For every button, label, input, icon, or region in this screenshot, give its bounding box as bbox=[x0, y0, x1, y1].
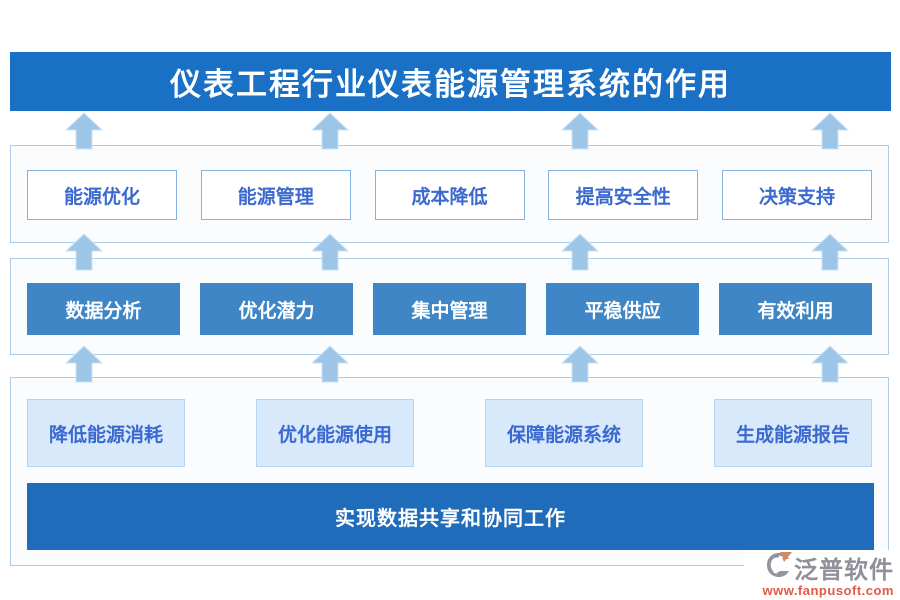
benefit-box: 决策支持 bbox=[722, 170, 872, 220]
up-arrow-icon bbox=[65, 233, 103, 271]
benefit-box: 成本降低 bbox=[374, 170, 525, 220]
up-arrow-icon bbox=[811, 233, 849, 271]
page-title: 仪表工程行业仪表能源管理系统的作用 bbox=[170, 67, 731, 102]
function-box: 降低能源消耗 bbox=[27, 399, 185, 467]
brand-name: 泛普软件 bbox=[794, 557, 894, 584]
capability-box: 平稳供应 bbox=[546, 283, 699, 335]
up-arrow-icon bbox=[311, 112, 349, 150]
up-arrow-icon bbox=[811, 112, 849, 150]
benefits-layer: 能源优化 能源管理 成本降低 提高安全性 决策支持 bbox=[10, 145, 889, 243]
capability-box: 优化潜力 bbox=[200, 283, 353, 335]
up-arrow-icon bbox=[311, 233, 349, 271]
functions-row: 降低能源消耗 优化能源使用 保障能源系统 生成能源报告 bbox=[11, 378, 888, 467]
capabilities-layer: 数据分析 优化潜力 集中管理 平稳供应 有效利用 bbox=[10, 258, 889, 355]
title-banner: 仪表工程行业仪表能源管理系统的作用 bbox=[10, 52, 891, 111]
brand-line: 泛普软件 bbox=[766, 550, 894, 585]
functions-layer: 降低能源消耗 优化能源使用 保障能源系统 生成能源报告 实现数据共享和协同工作 bbox=[10, 377, 889, 566]
fanpu-logo-icon bbox=[766, 552, 792, 583]
up-arrow-icon bbox=[311, 345, 349, 383]
benefit-box: 能源优化 bbox=[27, 170, 177, 220]
capability-box: 集中管理 bbox=[373, 283, 526, 335]
capability-box: 有效利用 bbox=[719, 283, 872, 335]
up-arrow-icon bbox=[561, 345, 599, 383]
up-arrow-icon bbox=[811, 345, 849, 383]
capabilities-row: 数据分析 优化潜力 集中管理 平稳供应 有效利用 bbox=[11, 259, 888, 335]
up-arrow-icon bbox=[65, 345, 103, 383]
up-arrow-icon bbox=[561, 112, 599, 150]
brand-url: www.fanpusoft.com bbox=[762, 583, 894, 598]
benefit-box: 能源管理 bbox=[200, 170, 351, 220]
function-box: 生成能源报告 bbox=[714, 399, 872, 467]
benefit-box: 提高安全性 bbox=[548, 170, 699, 220]
capability-box: 数据分析 bbox=[27, 283, 180, 335]
function-box: 保障能源系统 bbox=[485, 399, 643, 467]
benefits-row: 能源优化 能源管理 成本降低 提高安全性 决策支持 bbox=[11, 146, 888, 220]
collaboration-banner: 实现数据共享和协同工作 bbox=[27, 483, 874, 550]
up-arrow-icon bbox=[65, 112, 103, 150]
function-box: 优化能源使用 bbox=[256, 399, 414, 467]
footer-brand: 泛普软件 www.fanpusoft.com bbox=[744, 550, 894, 598]
up-arrow-icon bbox=[561, 233, 599, 271]
